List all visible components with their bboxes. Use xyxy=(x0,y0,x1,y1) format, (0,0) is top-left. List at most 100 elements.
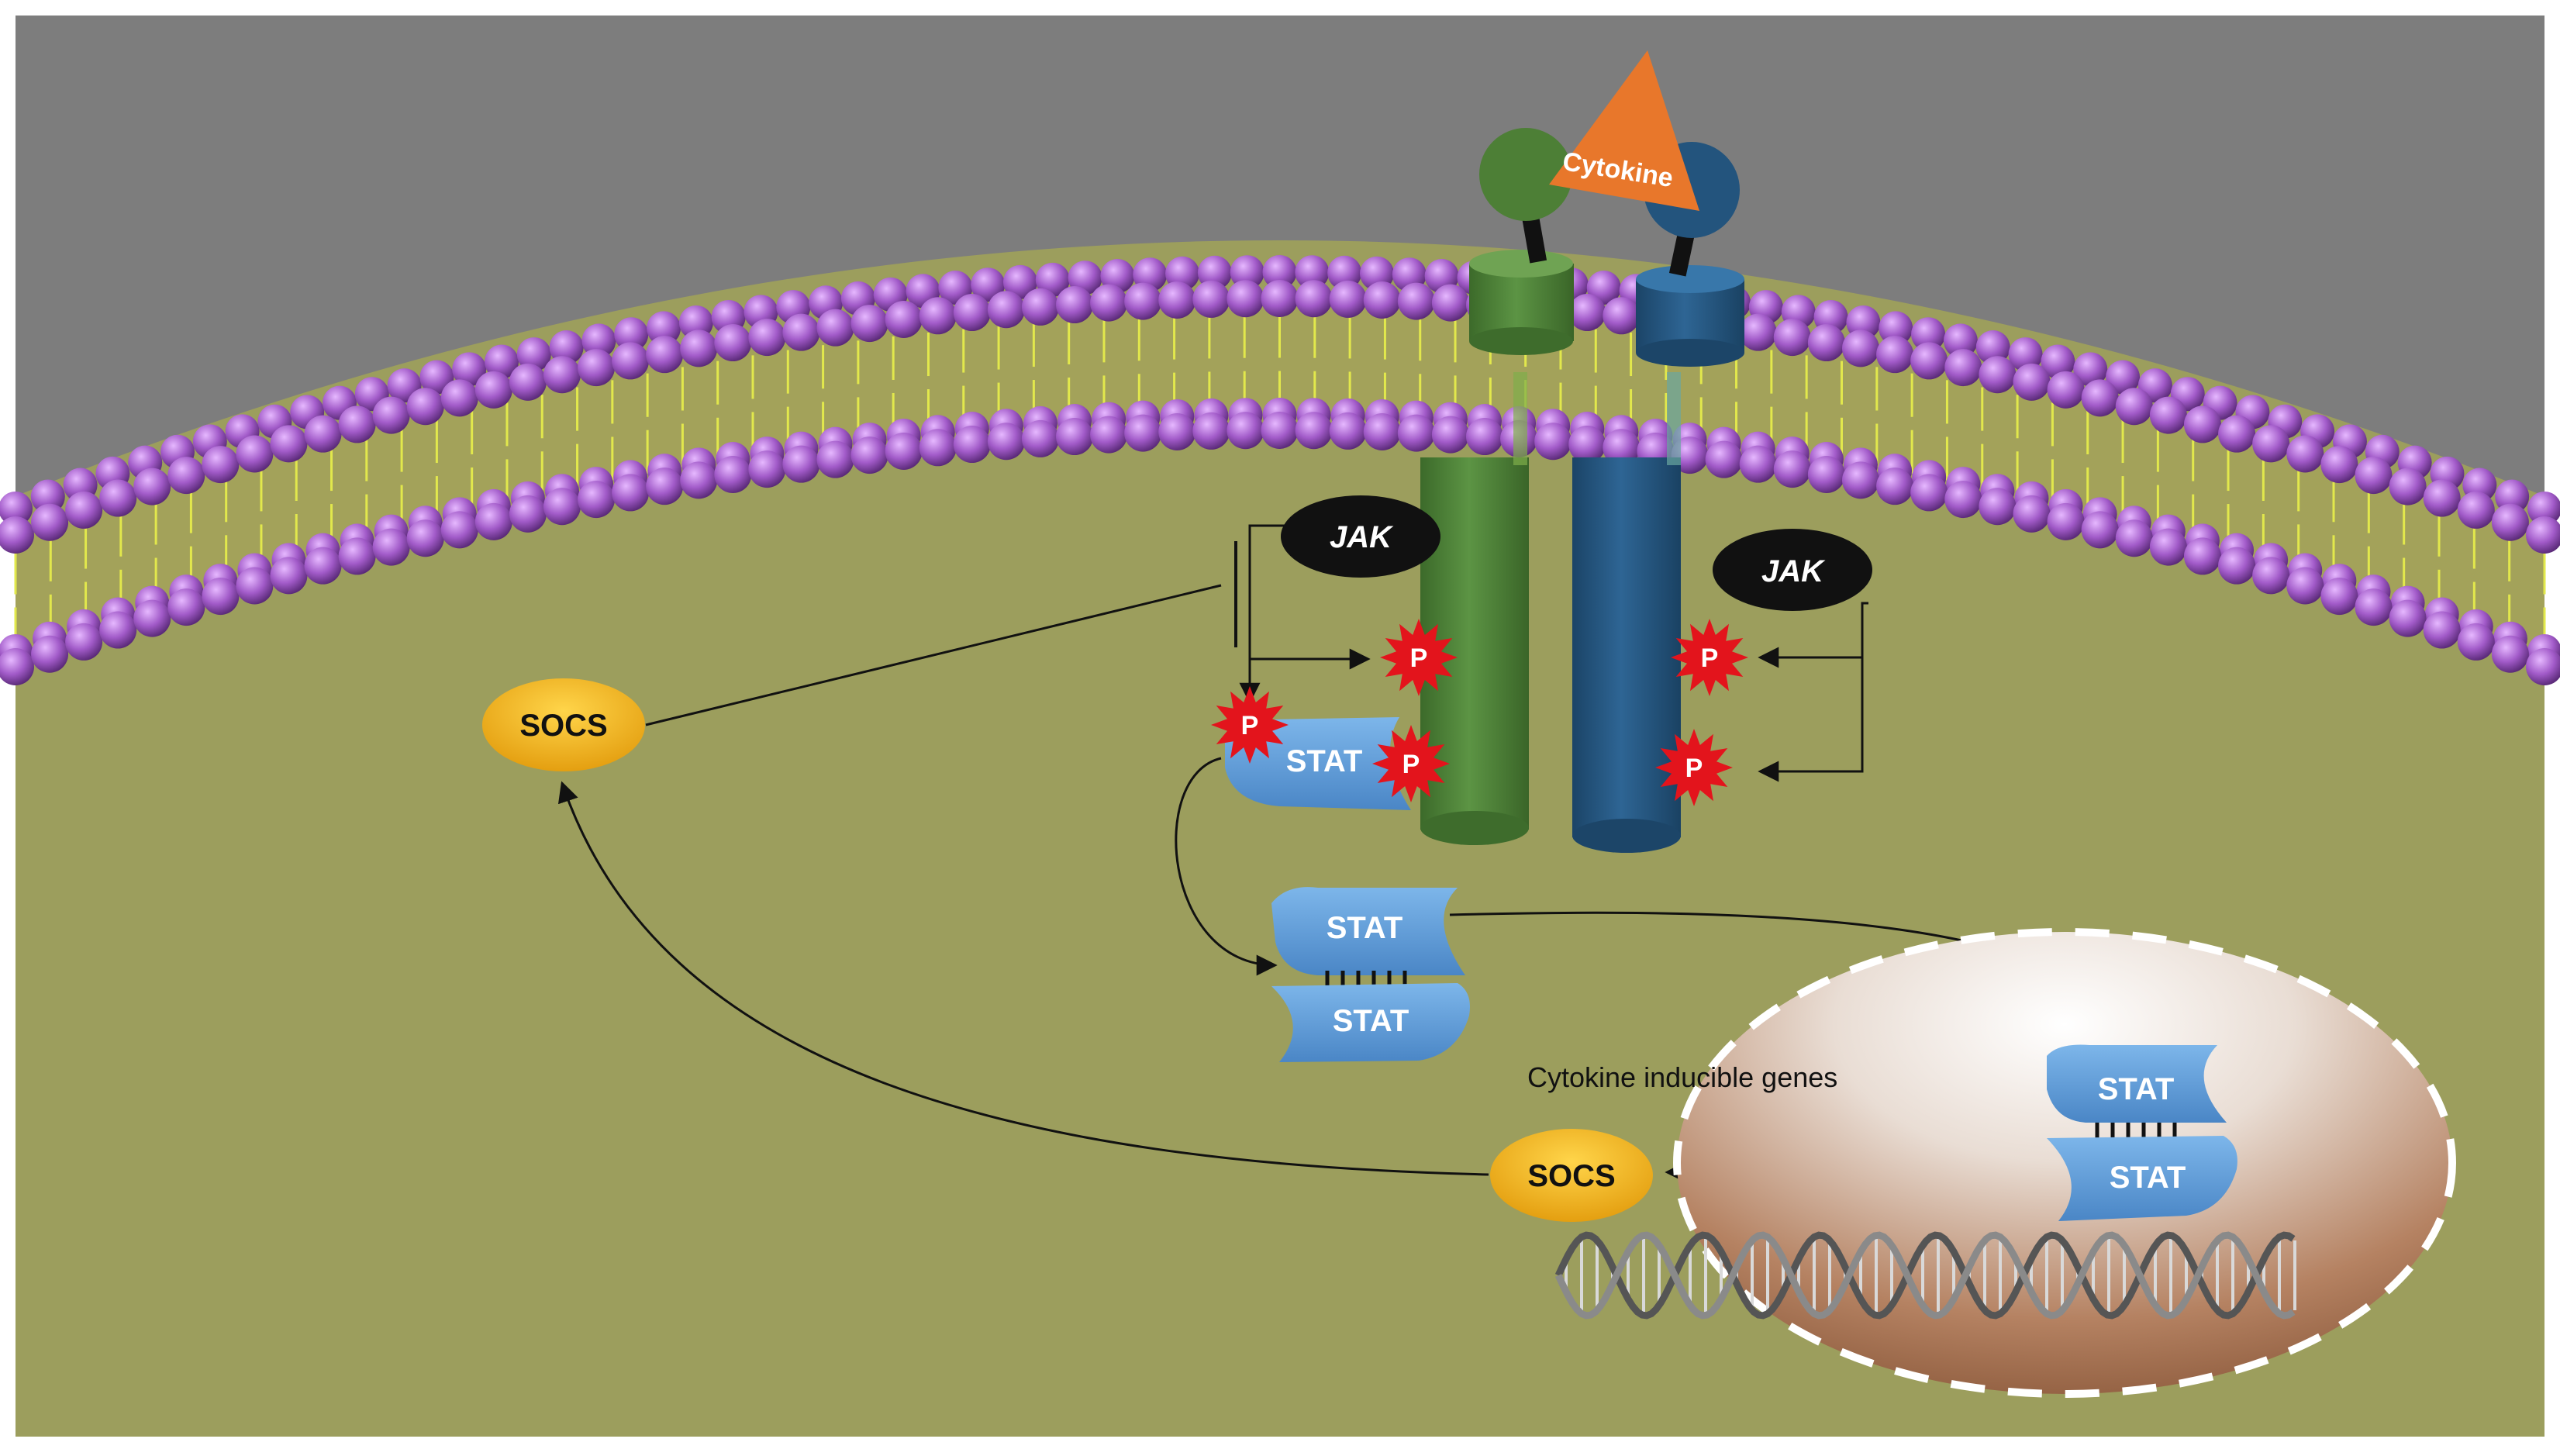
lipid-head xyxy=(2526,648,2560,685)
lipid-head xyxy=(202,446,240,484)
lipid-head xyxy=(0,492,33,526)
lipid-head xyxy=(850,436,888,474)
lipid-head xyxy=(1879,311,1913,346)
lipid-head xyxy=(1262,255,1297,289)
lipid-head xyxy=(1773,450,1811,488)
lipid-head xyxy=(987,423,1025,461)
phosphate-label: P xyxy=(1402,750,1420,779)
lipid-head xyxy=(270,425,308,463)
lipid-head xyxy=(1568,426,1606,464)
lipid-head xyxy=(885,300,923,338)
lipid-head xyxy=(2106,360,2141,395)
lipid-head xyxy=(714,324,752,362)
lipid-head xyxy=(516,337,551,372)
lipid-head xyxy=(452,352,487,387)
cytokine-triangle xyxy=(1549,50,1699,211)
lipid-head xyxy=(2491,635,2529,673)
phosphate-burst xyxy=(1372,725,1450,802)
lipid-head xyxy=(1002,264,1037,299)
lipid-head xyxy=(1227,412,1264,450)
lipid-head xyxy=(1841,329,1879,367)
phosphate-burst xyxy=(1211,686,1289,764)
lipid-head xyxy=(236,567,274,605)
socs-inhibition-line xyxy=(645,584,1222,726)
lipid-head xyxy=(474,502,512,540)
lipid-head xyxy=(1363,413,1401,451)
lipid-head xyxy=(850,305,888,343)
lipid-head xyxy=(953,426,991,464)
lipid-head xyxy=(372,528,410,566)
lipid-head xyxy=(578,481,616,519)
lipid-head xyxy=(1841,461,1879,499)
receptor-green-transmembrane xyxy=(1513,372,1527,465)
lipid-head xyxy=(2041,344,2075,379)
lipid-head xyxy=(1603,429,1641,467)
phosphate-group: P xyxy=(1380,619,1458,696)
lipid-head xyxy=(1979,356,2017,394)
lipid-head xyxy=(1261,412,1299,449)
stat-nuclear-bottom-shape xyxy=(2047,1136,2237,1221)
lipid-head xyxy=(65,623,103,661)
lipid-head xyxy=(2013,363,2051,401)
lipid-head xyxy=(714,456,752,494)
lipid-head xyxy=(748,319,786,357)
lipid-head xyxy=(2286,567,2324,605)
lipid-head xyxy=(406,519,444,557)
lipid-head xyxy=(1807,456,1845,494)
lipid-head xyxy=(406,388,444,426)
stat-dimer-bonds xyxy=(1325,971,1407,986)
lipid-head xyxy=(1807,324,1845,362)
lipid-head xyxy=(1397,282,1435,320)
receptor-blue-top xyxy=(1636,265,1744,293)
lipid-head xyxy=(1124,414,1162,452)
lipid-head xyxy=(1261,280,1299,317)
lipid-head xyxy=(549,330,584,365)
lipid-head xyxy=(440,511,478,549)
socs-feedback-arrow xyxy=(558,781,1489,1176)
nuclear-envelope xyxy=(1673,928,2456,1398)
phosphate-burst xyxy=(1655,729,1733,806)
lipid-head xyxy=(1295,280,1333,318)
lipid-head xyxy=(1363,281,1401,319)
lipid-head xyxy=(680,329,718,367)
jak-right-shape xyxy=(1713,529,1872,611)
lipid-head xyxy=(2047,502,2085,540)
jak-left-bracket xyxy=(1248,524,1291,696)
stat-dimer-nucleus: STAT STAT xyxy=(2047,1044,2237,1221)
lipid-head xyxy=(2149,396,2187,434)
lipid-head xyxy=(1773,319,1811,357)
lipid-head xyxy=(2457,623,2495,661)
lipid-head xyxy=(543,488,581,526)
phosphate-label: P xyxy=(1701,643,1719,673)
lipid-head xyxy=(1911,317,1946,352)
dna-helix xyxy=(1554,1231,2296,1320)
lipid-head xyxy=(1056,286,1094,324)
stat-bound-label: STAT xyxy=(1286,744,1363,778)
lipid-head xyxy=(646,336,684,374)
lipid-head xyxy=(953,294,991,332)
lipid-head xyxy=(2389,468,2427,505)
lipid-head xyxy=(782,445,820,483)
lipid-head xyxy=(1534,423,1572,461)
lipid-head xyxy=(2013,495,2051,533)
lipid-head xyxy=(2218,547,2256,585)
stat-dimer-bottom-label: STAT xyxy=(1333,1004,1409,1038)
receptor-blue-cytoplasmic xyxy=(1572,457,1681,837)
lipid-head xyxy=(578,349,616,387)
lipid-head xyxy=(2457,491,2495,529)
lipid-head xyxy=(1158,281,1196,319)
lipid-head xyxy=(372,396,410,434)
lipid-head xyxy=(1979,488,2017,526)
lipid-head xyxy=(509,363,547,401)
lipid-heads xyxy=(0,255,2560,685)
phosphate-burst xyxy=(1671,619,1748,696)
jak-left-label: JAK xyxy=(1330,520,1394,554)
lipid-head xyxy=(1876,468,1914,505)
lipid-head xyxy=(1397,414,1435,452)
lipid-head xyxy=(99,479,137,517)
lipid-head xyxy=(1465,418,1503,456)
lipid-head xyxy=(816,440,854,478)
stat-nuclear-bottom-label: STAT xyxy=(2110,1161,2186,1195)
lipid-head xyxy=(2389,599,2427,637)
lipid-head xyxy=(1943,323,1978,358)
